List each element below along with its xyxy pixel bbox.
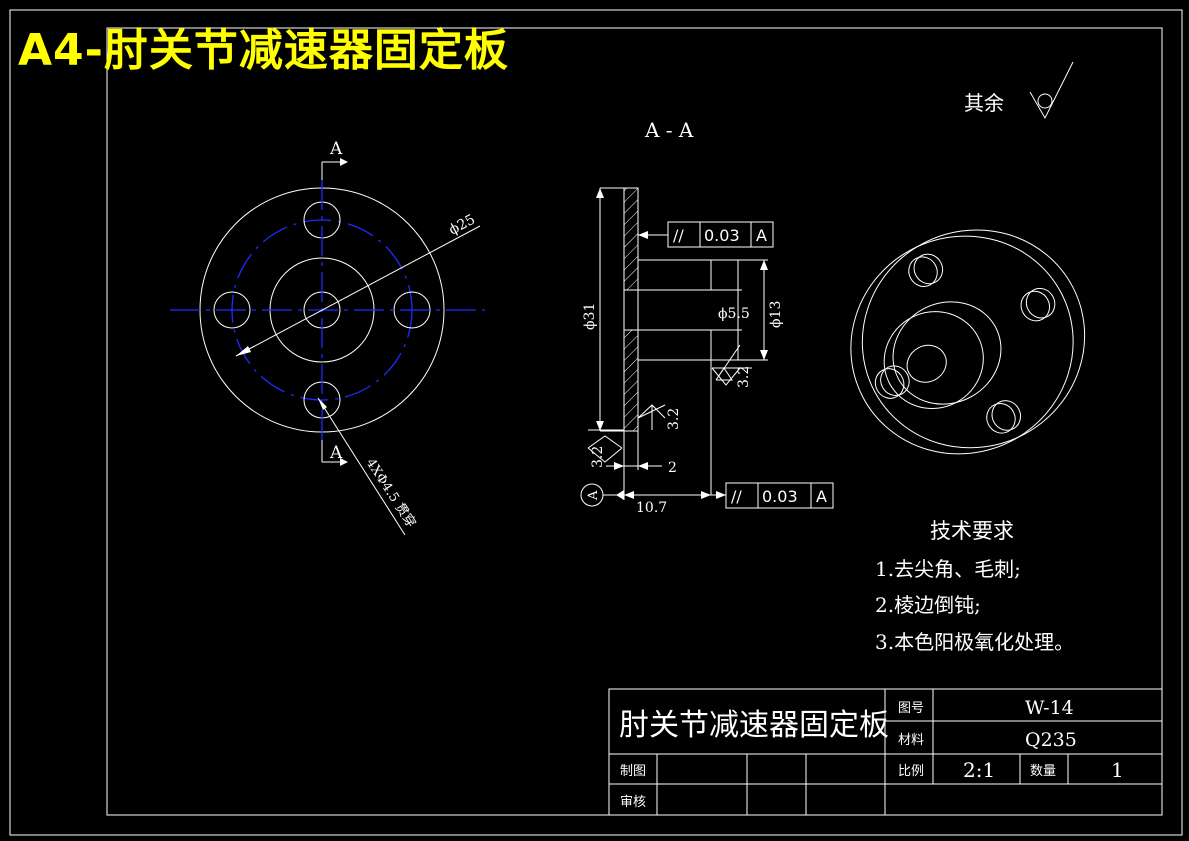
front-view: A A ϕ25 4XΦ4.5 贯穿 [170,139,485,536]
isometric-view [850,229,1086,455]
qty-label: 数量 [1030,764,1056,779]
tech-item-1: 1.去尖角、毛刺; [875,557,1021,581]
dim-length: 10.7 [636,500,667,516]
banner-title: A4-肘关节减速器固定板 [18,25,509,76]
datum-mark: A [586,490,601,501]
title-block: 肘关节减速器固定板 图号 W-14 材料 Q235 制图 审核 比例 2:1 数… [608,688,1163,816]
tol2-datum: A [816,487,827,506]
dim-dia-flange: ϕ31 [582,303,598,330]
material: Q235 [1025,729,1077,751]
qty-value: 1 [1111,758,1124,782]
section-label: A - A [644,118,694,142]
outer-frame [9,9,1183,836]
surface-finish: 其余 [964,61,1074,120]
roughness-left: 3.2 [590,446,606,468]
tol1-datum: A [756,226,767,245]
tech-item-3: 3.本色阳极氧化处理。 [875,630,1074,654]
tol1-value: 0.03 [704,226,740,245]
material-label: 材料 [898,733,924,748]
tol2-symbol: // [731,487,742,506]
tech-item-2: 2.棱边倒钝; [875,593,981,617]
dim-dia-bore: ϕ5.5 [718,306,750,322]
roughness-face: 3.2 [666,408,682,430]
tech-title: 技术要求 [930,519,1014,543]
scale-value: 2:1 [963,758,995,782]
section-mark-bottom: A [329,443,343,463]
drawing-no: W-14 [1025,697,1074,719]
section-mark-top: A [329,139,343,159]
scale-label: 比例 [898,764,924,779]
drawing-no-label: 图号 [898,701,924,716]
dim-thickness: 2 [668,460,677,476]
tol2-value: 0.03 [762,487,798,506]
roughness-boss: 3.2 [736,366,752,388]
drawn-label: 制图 [620,764,646,779]
holes-note: 4XΦ4.5 贯穿 [363,455,419,530]
part-name: 肘关节减速器固定板 [619,708,889,743]
dim-dia-outer: ϕ25 [446,212,478,239]
surface-finish-label: 其余 [964,91,1004,115]
tech-requirements: 技术要求 1.去尖角、毛刺; 2.棱边倒钝; 3.本色阳极氧化处理。 [875,519,1074,654]
section-view: A - A ϕ31 ϕ5.5 ϕ13 // 0.0 [580,118,834,516]
dim-dia-boss: ϕ13 [768,301,784,328]
tol1-symbol: // [673,226,684,245]
checked-label: 审核 [620,795,646,810]
